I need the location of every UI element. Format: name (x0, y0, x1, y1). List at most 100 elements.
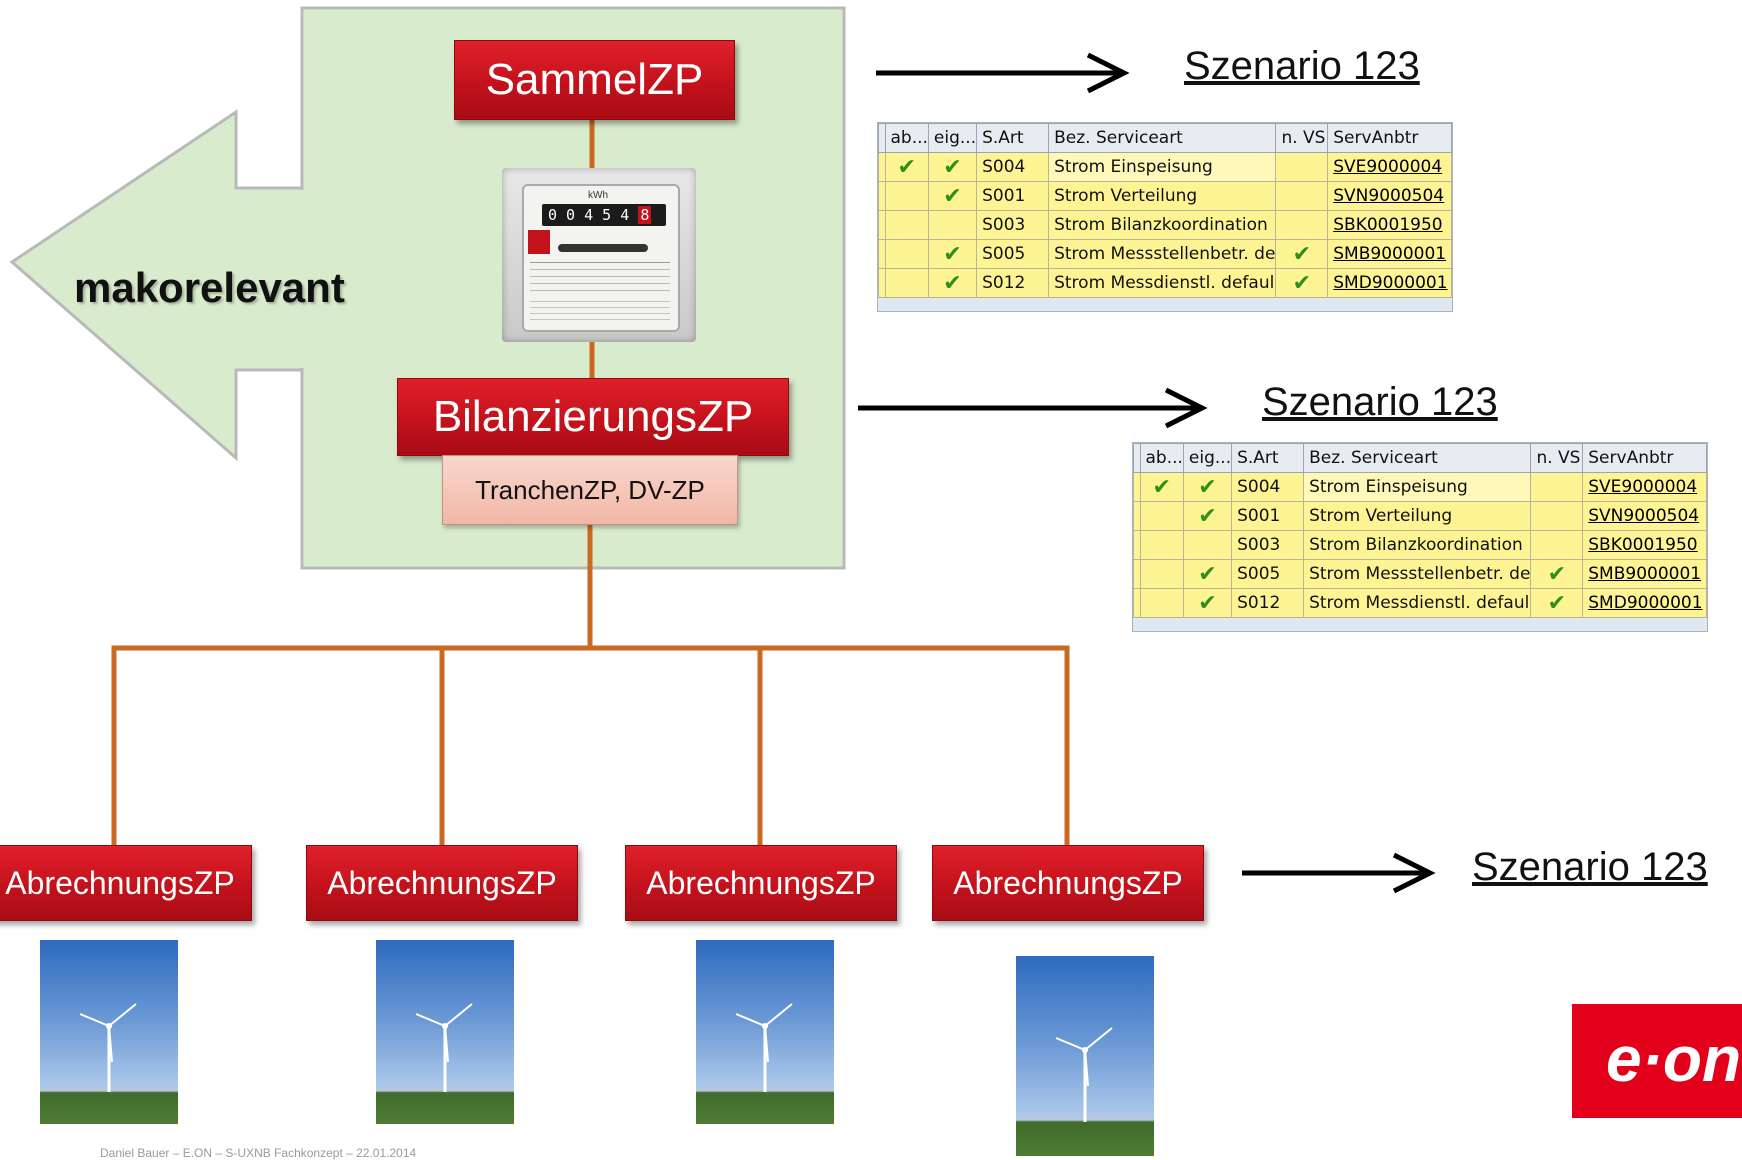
nvs-cell (1275, 152, 1329, 182)
ab-cell (884, 210, 929, 240)
col-ab-header[interactable]: ab... (884, 123, 929, 153)
sart-cell: S001 (976, 181, 1050, 211)
nvs-cell (1530, 530, 1584, 560)
scenario-link-1[interactable]: Szenario 123 (1184, 44, 1420, 88)
meter-unit: kWh (588, 190, 608, 201)
abrechnungszp-label: AbrechnungsZP (953, 864, 1183, 901)
meter-digits: 0 0 4 5 4 (548, 206, 630, 224)
checkmark-icon: ✔ (927, 152, 978, 182)
sart-cell: S005 (976, 239, 1050, 269)
checkmark-icon: ✔ (1275, 268, 1329, 298)
ab-cell (884, 268, 929, 298)
sart-cell: S012 (976, 268, 1050, 298)
abrechnungszp-box-3[interactable]: AbrechnungsZP (625, 845, 897, 921)
col-bez-header[interactable]: Bez. Serviceart (1048, 123, 1277, 153)
checkmark-icon: ✔ (1139, 472, 1184, 502)
col-sart-header[interactable]: S.Art (1231, 443, 1305, 473)
servanbtr-link[interactable]: SVN9000504 (1582, 501, 1707, 531)
col-servanbtr-header[interactable]: ServAnbtr (1327, 123, 1452, 153)
bez-cell: Strom Messdienstl. defaul (1048, 268, 1277, 298)
bez-cell: Strom Messstellenbetr. de (1048, 239, 1277, 269)
arrow-right-icon (876, 52, 1130, 94)
col-nvs-header[interactable]: n. VS (1275, 123, 1329, 153)
bez-cell: Strom Messstellenbetr. de (1303, 559, 1532, 589)
tranchenzp-box[interactable]: TranchenZP, DV-ZP (442, 455, 738, 525)
abrechnungszp-label: AbrechnungsZP (5, 864, 235, 901)
servanbtr-link[interactable]: SMB9000001 (1582, 559, 1707, 589)
eig-cell (927, 210, 978, 240)
wind-turbine-photo (376, 940, 514, 1124)
bez-cell: Strom Verteilung (1303, 501, 1532, 531)
bilanzierungszp-box[interactable]: BilanzierungsZP (397, 378, 789, 456)
col-nvs-header[interactable]: n. VS (1530, 443, 1584, 473)
ab-cell (1139, 559, 1184, 589)
wind-turbine-photo (696, 940, 834, 1124)
servanbtr-link[interactable]: SMB9000001 (1327, 239, 1452, 269)
bilanzierungszp-label: BilanzierungsZP (432, 392, 754, 441)
abrechnungszp-box-4[interactable]: AbrechnungsZP (932, 845, 1204, 921)
col-ab-header[interactable]: ab... (1139, 443, 1184, 473)
servanbtr-link[interactable]: SVE9000004 (1327, 152, 1452, 182)
abrechnungszp-box-1[interactable]: AbrechnungsZP (0, 845, 252, 921)
eon-logo: e·on (1572, 1004, 1742, 1118)
ab-cell (1139, 530, 1184, 560)
col-eig-header[interactable]: eig... (1182, 443, 1233, 473)
abrechnungszp-label: AbrechnungsZP (327, 864, 557, 901)
servanbtr-link[interactable]: SBK0001950 (1582, 530, 1707, 560)
bez-cell: Strom Einspeisung (1048, 152, 1277, 182)
checkmark-icon: ✔ (927, 239, 978, 269)
col-sart-header[interactable]: S.Art (976, 123, 1050, 153)
wind-turbine-photo (1016, 956, 1154, 1156)
sammelzp-box[interactable]: SammelZP (454, 40, 735, 120)
checkmark-icon: ✔ (1182, 501, 1233, 531)
servanbtr-link[interactable]: SVE9000004 (1582, 472, 1707, 502)
checkmark-icon: ✔ (1530, 588, 1584, 618)
abrechnungszp-label: AbrechnungsZP (646, 864, 876, 901)
wind-turbine-photo (40, 940, 178, 1124)
abrechnungszp-box-2[interactable]: AbrechnungsZP (306, 845, 578, 921)
servanbtr-link[interactable]: SBK0001950 (1327, 210, 1452, 240)
sart-cell: S003 (976, 210, 1050, 240)
col-bez-header[interactable]: Bez. Serviceart (1303, 443, 1532, 473)
checkmark-icon: ✔ (1182, 472, 1233, 502)
sart-cell: S004 (1231, 472, 1305, 502)
makorelevant-label: makorelevant (74, 264, 345, 311)
bez-cell: Strom Einspeisung (1303, 472, 1532, 502)
ab-cell (1139, 588, 1184, 618)
arrow-right-icon (858, 387, 1208, 429)
sap-service-table-2: ab... eig... S.Art Bez. Serviceart n. VS… (1132, 442, 1708, 632)
servanbtr-link[interactable]: SVN9000504 (1327, 181, 1452, 211)
nvs-cell (1275, 210, 1329, 240)
ab-cell (884, 239, 929, 269)
sart-cell: S012 (1231, 588, 1305, 618)
bez-cell: Strom Bilanzkoordination (1303, 530, 1532, 560)
sap-service-table-1: ab... eig... S.Art Bez. Serviceart n. VS… (877, 122, 1453, 312)
sart-cell: S004 (976, 152, 1050, 182)
ab-cell (1139, 501, 1184, 531)
nvs-cell (1530, 501, 1584, 531)
nvs-cell (1275, 181, 1329, 211)
checkmark-icon: ✔ (1275, 239, 1329, 269)
scenario-link-3[interactable]: Szenario 123 (1472, 845, 1708, 889)
servanbtr-link[interactable]: SMD9000001 (1327, 268, 1452, 298)
col-servanbtr-header[interactable]: ServAnbtr (1582, 443, 1707, 473)
bez-cell: Strom Bilanzkoordination (1048, 210, 1277, 240)
col-eig-header[interactable]: eig... (927, 123, 978, 153)
sart-cell: S001 (1231, 501, 1305, 531)
sart-cell: S003 (1231, 530, 1305, 560)
checkmark-icon: ✔ (884, 152, 929, 182)
servanbtr-link[interactable]: SMD9000001 (1582, 588, 1707, 618)
eig-cell (1182, 530, 1233, 560)
scenario-link-2[interactable]: Szenario 123 (1262, 380, 1498, 424)
meter-photo: kWh 0 0 4 5 4 8 (502, 168, 696, 342)
